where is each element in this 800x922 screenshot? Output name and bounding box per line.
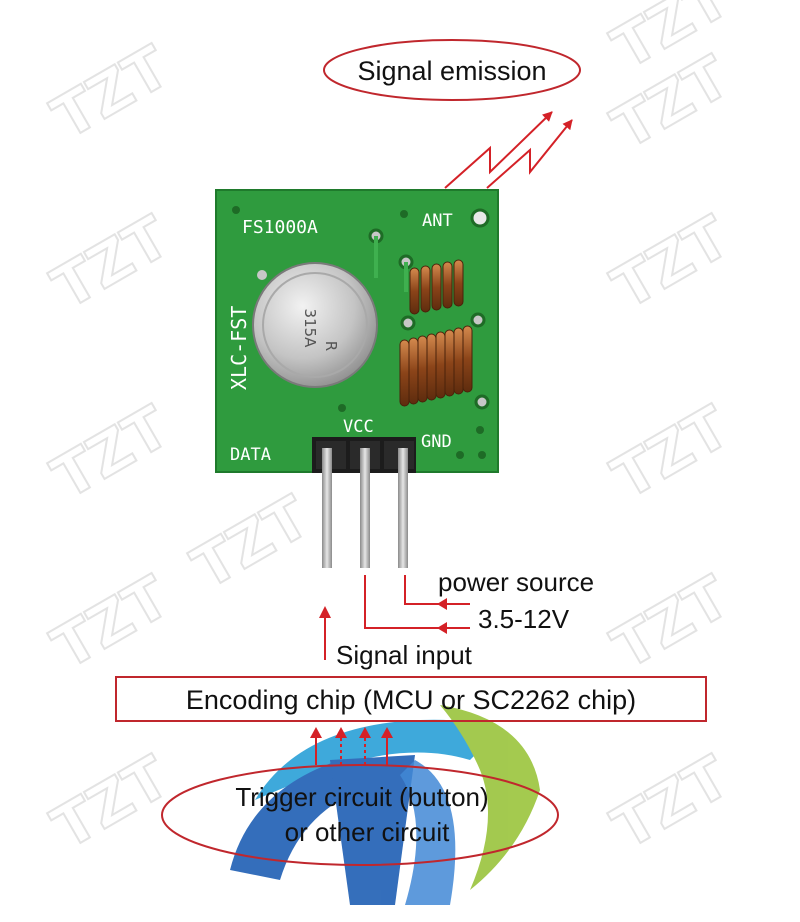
pin-data: [322, 448, 332, 568]
signal-wave-arrows: [444, 111, 573, 189]
module-model-label: FS1000A: [242, 217, 318, 238]
coil-turn: [409, 267, 420, 315]
coil-turn: [417, 335, 428, 403]
pin-label-data: DATA: [230, 445, 271, 465]
fs1000a-module: R 315A FS1000A ANT XLC-FST VCC DATA GND: [215, 189, 499, 568]
coil-turn: [408, 337, 419, 405]
coil-turn: [453, 327, 464, 395]
watermark-text: TZT: [41, 392, 180, 512]
coil-turn: [444, 329, 455, 397]
encoding-chip-box: [115, 676, 707, 722]
trigger-circuit-outline: [161, 764, 559, 866]
connection-lines: [310, 575, 470, 765]
pin-label-ant: ANT: [422, 211, 453, 231]
antenna-pad: [470, 208, 490, 228]
power-source-label: power source: [438, 567, 594, 597]
coil-turn: [435, 331, 446, 399]
trigger-circuit-label-line1: Trigger circuit (button): [235, 782, 488, 812]
signal-emission-label: Signal emission: [357, 56, 546, 86]
watermark-text: TZT: [181, 482, 320, 602]
crystal-marking-2: 315A: [301, 309, 319, 349]
coil-turn: [426, 333, 437, 401]
coil-turn: [420, 265, 431, 313]
watermark-text: TZT: [601, 742, 740, 862]
watermark-text: TZT: [601, 202, 740, 322]
watermark-text: TZT: [601, 392, 740, 512]
large-coil: [399, 325, 473, 407]
encoding-chip-label: Encoding chip (MCU or SC2262 chip): [186, 685, 636, 715]
coil-turn: [442, 261, 453, 309]
coil-turn: [462, 325, 473, 393]
watermark-text: TZT: [41, 742, 180, 862]
signal-emission-outline: [323, 39, 581, 101]
coil-turn: [453, 259, 464, 307]
module-brand-label: XLC-FST: [227, 306, 251, 390]
coil-turn: [399, 339, 410, 407]
pin-vcc: [360, 448, 370, 568]
trigger-circuit-label-line2: or other circuit: [285, 817, 450, 847]
small-coil: [409, 259, 464, 315]
pin-label-vcc: VCC: [343, 417, 374, 437]
saw-resonator: [252, 262, 378, 388]
brand-logo: [230, 705, 540, 905]
watermark-text: TZT: [41, 32, 180, 152]
signal-input-label: Signal input: [336, 640, 473, 670]
crystal-marking-1: R: [322, 341, 340, 351]
watermark-text: TZT: [601, 562, 740, 682]
voltage-label: 3.5-12V: [478, 604, 570, 634]
via: [232, 206, 240, 214]
coil-turn: [431, 263, 442, 311]
watermark-text: TZT: [41, 562, 180, 682]
pin-label-gnd: GND: [421, 432, 452, 452]
watermark-text: TZT: [41, 202, 180, 322]
pin-gnd: [398, 448, 408, 568]
